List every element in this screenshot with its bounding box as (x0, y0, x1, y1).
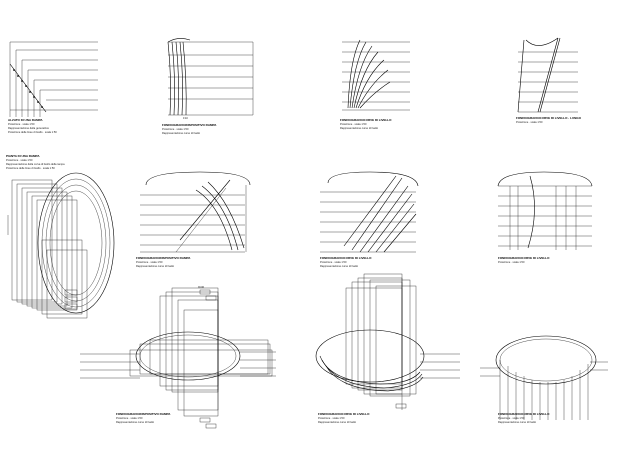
panel-9-caption-title: FONDO/GRADO/DISPOSITIVO RAMPA (116, 412, 171, 416)
panel-7-dome-level-curves: FONDO/GRADO/CURVE DI LIVELLO Proiezione … (320, 171, 419, 268)
panel-11-caption-title: FONDO/GRADO/CURVE DI LIVELLO (498, 412, 550, 416)
panel-2-axis-label: 0 10 (183, 117, 188, 120)
panel-7-caption-line: Rappresentazione curve di livello (320, 264, 359, 268)
panel-3-caption-line: Rappresentazione curve di livello (340, 126, 379, 130)
panel-1-caption-line: Rappresentazione della generatrice (8, 126, 50, 130)
panel-8-caption-line: Proiezione · scala 1:50 (498, 260, 525, 264)
panel-11-plan-dimensions: FONDO/GRADO/CURVE DI LIVELLO Proiezione … (480, 335, 608, 424)
panel-2-caption-line: Rappresentazione curve di livello (162, 131, 201, 135)
panel-1-ramp-elevation: ALZATO DI UNA RAMPA Proiezione · scala 1… (8, 41, 98, 134)
panel-11-caption-line: Proiezione · scala 1:50 (498, 416, 525, 420)
panel-2-caption-line: Proiezione · scala 1:50 (162, 127, 189, 131)
panel-8-dome-section: FONDO/GRADO/CURVE DI LIVELLO Proiezione … (497, 171, 593, 264)
panel-4-caption-title: FONDO/GRADO/CURVE DI LIVELLO · LUNGO (516, 116, 582, 120)
panel-1-caption-title: ALZATO DI UNA RAMPA (8, 118, 43, 122)
panel-10-caption-line: Proiezione · scala 1:50 (318, 416, 345, 420)
panel-5-caption-line: Proiezione · scala 1:50 (6, 158, 33, 162)
panel-2-surface-profiles: 0 10 FONDO/GRADO/DISPOSITIVO RAMPA Proie… (162, 38, 254, 135)
panel-3-level-curves: FONDO/GRADO/CURVE DI LIVELLO Proiezione … (340, 39, 410, 130)
panel-9-dim-label: ±0.00 (198, 286, 205, 289)
panel-11-caption-line: Rappresentazione curve di livello (498, 420, 537, 424)
panel-6-caption-line: Proiezione · scala 1:50 (136, 260, 163, 264)
panel-6-dome-profiles: FONDO/GRADO/DISPOSITIVO RAMPA Proiezione… (136, 171, 251, 268)
panel-1-caption-line: Proiezione · scala 1:50 (8, 122, 35, 126)
panel-4-long-section: FONDO/GRADO/CURVE DI LIVELLO · LUNGO Pro… (516, 37, 582, 124)
panel-7-caption-line: Proiezione · scala 1:50 (320, 260, 347, 264)
panel-7-caption-title: FONDO/GRADO/CURVE DI LIVELLO (320, 256, 372, 260)
panel-10-caption-title: FONDO/GRADO/CURVE DI LIVELLO (318, 412, 370, 416)
panel-10-plan-curves: FONDO/GRADO/CURVE DI LIVELLO Proiezione … (315, 273, 460, 424)
panel-5-caption-title: PIANTA DI UNA RAMPA (6, 154, 40, 158)
panel-5-caption-line: Rappresentazione della curva di livello … (6, 162, 65, 166)
panel-8-caption-title: FONDO/GRADO/CURVE DI LIVELLO (498, 256, 550, 260)
panel-1-caption-line: Proiezione delle linee di livello · scal… (8, 130, 57, 134)
panel-9-caption-line: Proiezione · scala 1:50 (116, 416, 143, 420)
panel-9-caption-line: Rappresentazione curve di livello (116, 420, 155, 424)
panel-2-caption-title: FONDO/GRADO/DISPOSITIVO RAMPA (162, 123, 217, 127)
panel-10-caption-line: Rappresentazione curve di livello (318, 420, 357, 424)
panel-9-plan-dimensions: ±0.00 FONDO/GRADO/DISPOSITIVO RAMPA Proi… (80, 286, 276, 429)
panel-4-caption-line: Proiezione · scala 1:50 (516, 120, 543, 124)
panel-5-caption-line: Proiezione delle linee di livello · scal… (6, 166, 55, 170)
panel-3-caption-title: FONDO/GRADO/CURVE DI LIVELLO (340, 118, 392, 122)
panel-3-caption-line: Proiezione · scala 1:50 (340, 122, 367, 126)
panel-5-ramp-plan: PIANTA DI UNA RAMPA Proiezione · scala 1… (6, 154, 115, 319)
panel-6-caption-title: FONDO/GRADO/DISPOSITIVO RAMPA (136, 256, 191, 260)
panel-6-caption-line: Rappresentazione curve di livello (136, 264, 175, 268)
